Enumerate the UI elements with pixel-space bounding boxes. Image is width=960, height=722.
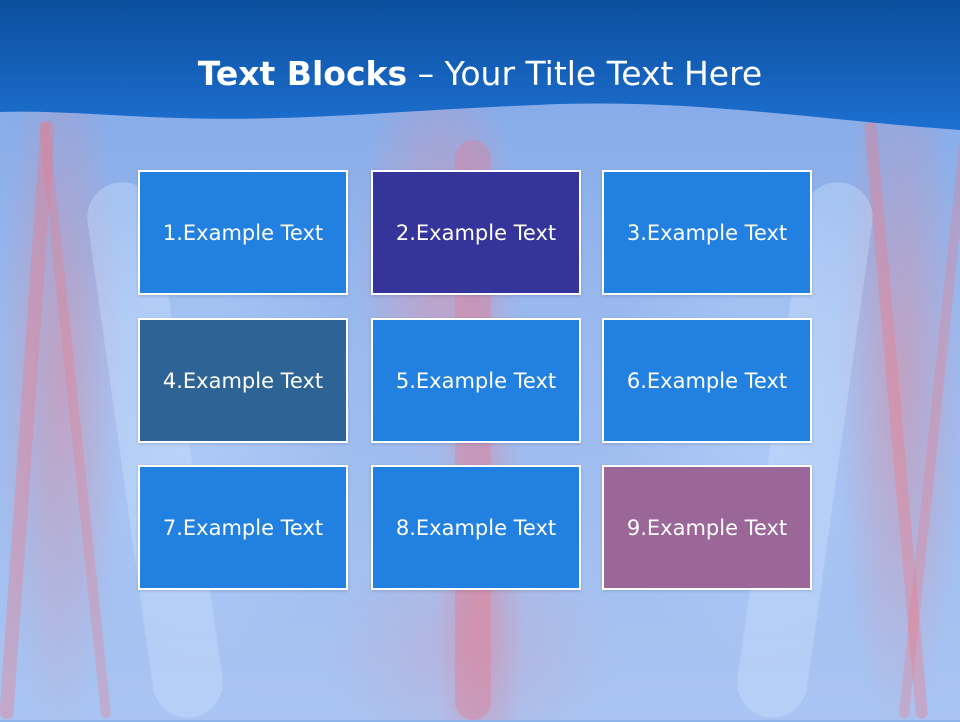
- title-dash: –: [407, 54, 445, 93]
- vessel-decoration: [898, 121, 960, 719]
- vessel-decoration: [0, 120, 55, 720]
- text-block-label: 1.Example Text: [162, 220, 324, 245]
- text-block-3: 3.Example Text: [602, 170, 812, 295]
- text-block-label: 5.Example Text: [395, 368, 557, 393]
- title-rest: Your Title Text Here: [444, 54, 763, 93]
- text-block-label: 7.Example Text: [162, 515, 324, 540]
- text-block-1: 1.Example Text: [138, 170, 348, 295]
- slide-title: Text Blocks – Your Title Text Here: [0, 52, 960, 96]
- text-block-5: 5.Example Text: [371, 318, 581, 443]
- text-block-label: 9.Example Text: [626, 515, 788, 540]
- text-block-label: 8.Example Text: [395, 515, 557, 540]
- text-block-label: 3.Example Text: [626, 220, 788, 245]
- header-banner: [0, 0, 960, 130]
- text-block-label: 6.Example Text: [626, 368, 788, 393]
- text-block-grid: 1.Example Text 2.Example Text 3.Example …: [138, 170, 816, 594]
- text-block-8: 8.Example Text: [371, 465, 581, 590]
- text-block-9: 9.Example Text: [602, 465, 812, 590]
- text-block-2: 2.Example Text: [371, 170, 581, 295]
- title-bold: Text Blocks: [197, 54, 408, 93]
- text-block-6: 6.Example Text: [602, 318, 812, 443]
- text-block-label: 2.Example Text: [395, 220, 557, 245]
- vessel-decoration: [863, 120, 929, 720]
- text-block-4: 4.Example Text: [138, 318, 348, 443]
- text-block-7: 7.Example Text: [138, 465, 348, 590]
- text-block-label: 4.Example Text: [162, 368, 324, 393]
